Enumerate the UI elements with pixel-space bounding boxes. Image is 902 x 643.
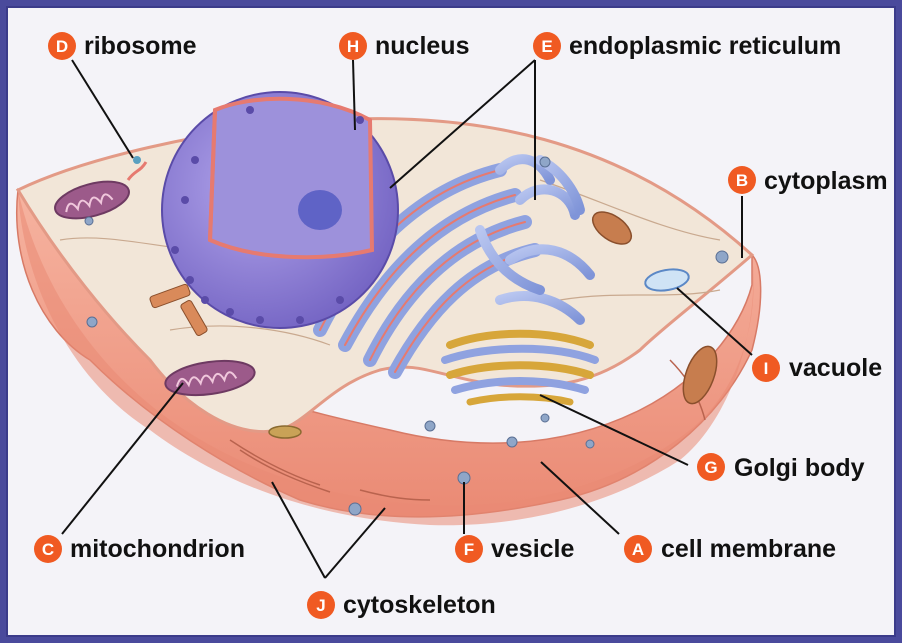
badge-letter-vesicle: F [464, 540, 474, 559]
label-text-mitochondrion: mitochondrion [70, 535, 245, 563]
label-cytoskeleton: J cytoskeleton [307, 591, 496, 619]
label-text-vacuole: vacuole [789, 354, 882, 382]
label-cytoplasm: B cytoplasm [728, 166, 888, 195]
badge-letter-nucleus: H [347, 37, 359, 56]
label-mitochondrion: C mitochondrion [34, 535, 245, 563]
label-text-golgi: Golgi body [734, 454, 865, 482]
label-text-cytoplasm: cytoplasm [764, 167, 888, 195]
ribosome [133, 156, 141, 164]
label-vacuole: I vacuole [752, 354, 882, 382]
badge-letter-er: E [541, 37, 552, 56]
badge-letter-cytoskeleton: J [316, 596, 325, 615]
label-er: E endoplasmic reticulum [533, 32, 841, 60]
label-vesicle: F vesicle [455, 535, 575, 563]
badge-letter-vacuole: I [764, 359, 769, 378]
badge-letter-golgi: G [704, 458, 717, 477]
label-text-cytoskeleton: cytoskeleton [343, 591, 496, 619]
label-ribosome: D ribosome [48, 32, 197, 60]
badge-letter-mitochondrion: C [42, 540, 54, 559]
badge-letter-cell-membrane: A [632, 540, 644, 559]
label-nucleus: H nucleus [339, 32, 469, 60]
label-golgi: G Golgi body [697, 453, 865, 482]
label-text-cell-membrane: cell membrane [661, 535, 836, 563]
label-text-nucleus: nucleus [375, 32, 469, 60]
badge-letter-ribosome: D [56, 37, 68, 56]
label-text-ribosome: ribosome [84, 32, 197, 60]
label-cell-membrane: A cell membrane [624, 535, 836, 563]
badge-letter-cytoplasm: B [736, 171, 748, 190]
nucleus [162, 92, 398, 328]
label-text-vesicle: vesicle [491, 535, 575, 563]
label-text-er: endoplasmic reticulum [569, 32, 841, 60]
vesicle-dish [269, 426, 301, 438]
